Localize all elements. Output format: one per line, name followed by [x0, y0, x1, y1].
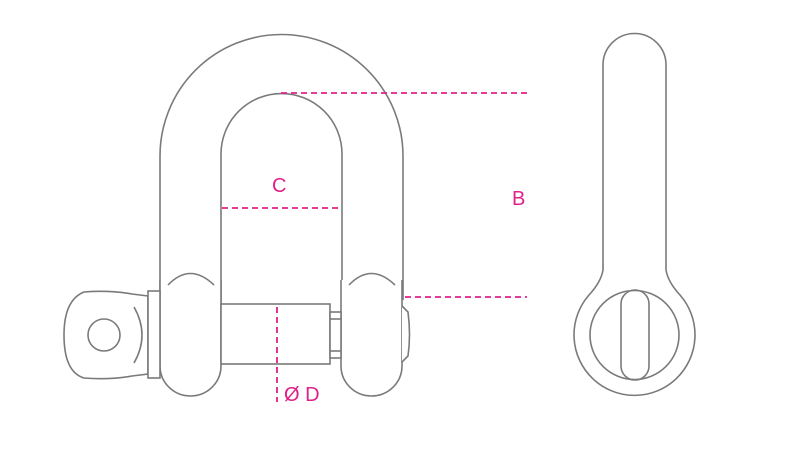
right-lobe-arc	[348, 272, 396, 286]
dimensions: C B Ø D	[222, 92, 527, 406]
left-eye-lobe	[159, 280, 222, 397]
label-c: C	[272, 175, 286, 197]
pin-thread	[329, 311, 342, 359]
bow-inner	[220, 92, 343, 305]
left-lobe-arc	[167, 272, 215, 286]
pin-nut	[401, 305, 411, 363]
label-d: Ø D	[284, 384, 320, 406]
bow-outer	[159, 33, 404, 300]
side-inner-ring	[589, 289, 680, 381]
right-eye-lobe	[340, 280, 403, 397]
side-pin-slot	[620, 289, 650, 381]
pin-crescent	[133, 306, 143, 364]
pin-eye-tab	[63, 290, 149, 380]
label-b: B	[512, 188, 525, 210]
pin-eye-hole	[87, 318, 121, 352]
pin-collar	[147, 290, 161, 379]
side-outline	[573, 32, 696, 397]
side-view	[573, 32, 696, 397]
front-view	[63, 33, 411, 397]
pin-body	[220, 303, 331, 365]
